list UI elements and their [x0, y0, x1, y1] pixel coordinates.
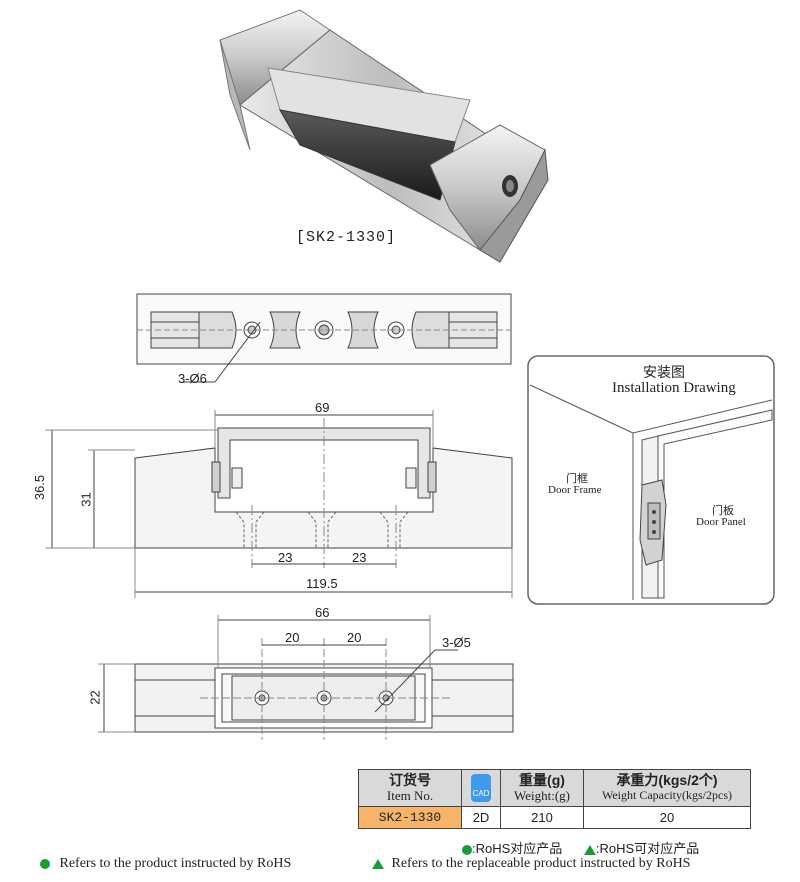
installation-drawing — [527, 355, 775, 605]
door-frame-en: Door Frame — [548, 484, 602, 496]
header-weight: 重量(g) Weight:(g) — [500, 769, 584, 807]
dimension-width-total: 119.5 — [306, 576, 338, 591]
header-capacity: 承重力(kgs/2个) Weight Capacity(kgs/2pcs) — [583, 769, 751, 807]
header-weight-en: Weight:(g) — [514, 788, 570, 803]
green-triangle-icon — [583, 844, 596, 855]
dimension-width-top: 69 — [315, 400, 330, 415]
row-item: SK2-1330 — [358, 806, 462, 829]
dimension-width-bottom: 66 — [315, 605, 330, 620]
installation-title-en: Installation Drawing — [612, 380, 736, 396]
door-panel-cn: 门板 — [712, 505, 734, 517]
front-view — [45, 410, 513, 598]
spec-table: 订货号 Item No. CAD 重量(g) Weight:(g) 承重力(kg… — [358, 769, 751, 829]
header-capacity-cn: 承重力(kgs/2个) — [616, 772, 718, 788]
row-capacity: 20 — [583, 806, 751, 829]
hole-label-bottom: 3-Ø5 — [442, 635, 471, 650]
dimension-spacing-bottom-right: 20 — [347, 630, 362, 645]
dimension-height-bottom: 22 — [87, 690, 103, 705]
dimension-height-total: 36.5 — [32, 474, 48, 501]
row-cad: 2D — [461, 806, 501, 829]
dimension-height-inner: 31 — [78, 492, 94, 507]
bottom-view — [98, 615, 514, 740]
rohs-cn-tri: :RoHS可对应产品 — [595, 841, 700, 856]
rohs-en-legend-1: Refers to the product instructed by RoHS — [40, 856, 291, 872]
dimension-spacing-bottom-left: 20 — [285, 630, 300, 645]
header-item: 订货号 Item No. — [358, 769, 462, 807]
green-dot-icon — [462, 844, 472, 855]
rohs-en-green: Refers to the product instructed by RoHS — [59, 856, 292, 871]
row-weight: 210 — [500, 806, 584, 829]
dimension-spacing-right: 23 — [352, 550, 367, 565]
dimension-spacing-left: 23 — [278, 550, 293, 565]
top-view — [136, 293, 512, 383]
header-item-en: Item No. — [386, 788, 434, 803]
installation-title-cn: 安装图 — [643, 364, 685, 380]
product-photo — [219, 9, 549, 263]
door-panel-en: Door Panel — [696, 516, 746, 528]
green-triangle-icon — [372, 858, 384, 869]
rohs-en-legend-2: Refers to the replaceable product instru… — [372, 856, 690, 872]
header-weight-cn: 重量(g) — [519, 772, 565, 788]
header-item-cn: 订货号 — [389, 772, 431, 788]
door-frame-cn: 门框 — [566, 473, 588, 485]
rohs-cn-green: :RoHS对应产品 — [472, 841, 563, 856]
rohs-en-tri: Refers to the replaceable product instru… — [391, 856, 691, 871]
header-cad: CAD — [461, 769, 501, 807]
model-caption: [SK2-1330] — [296, 229, 397, 246]
hole-label-top: 3-Ø6 — [178, 371, 207, 386]
green-dot-icon — [40, 858, 50, 869]
rohs-cn-legend: :RoHS对应产品 :RoHS可对应产品 — [462, 838, 699, 857]
cad-label: CAD — [472, 789, 490, 798]
header-capacity-en: Weight Capacity(kgs/2pcs) — [601, 788, 732, 802]
cad-file-icon: CAD — [471, 774, 491, 802]
